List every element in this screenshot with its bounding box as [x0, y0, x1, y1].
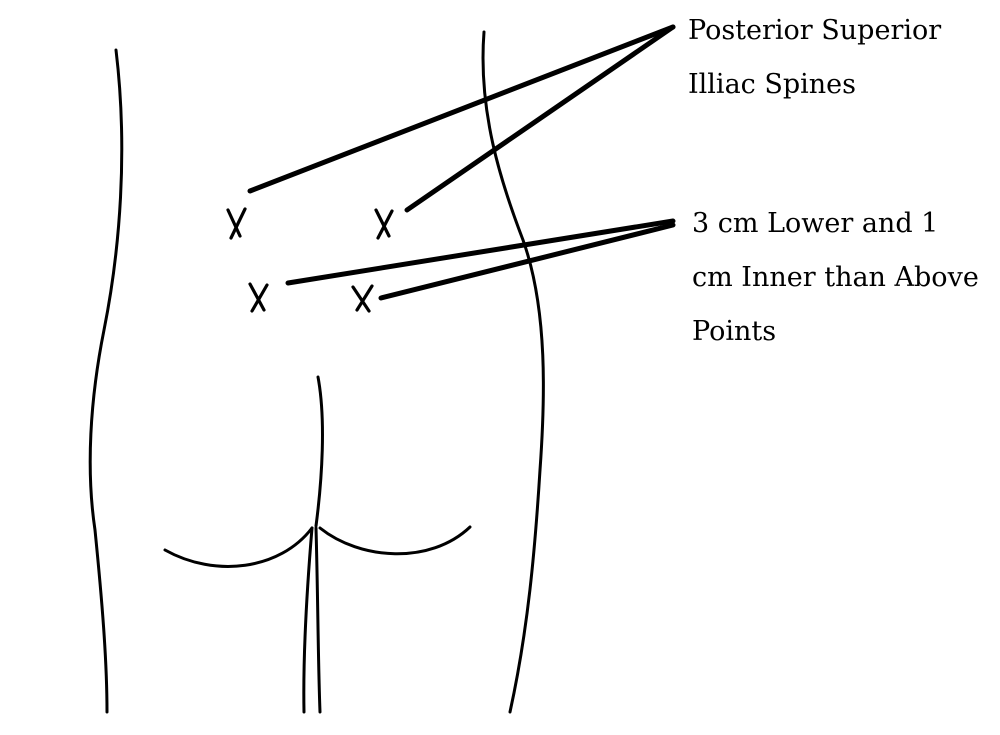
label-psis-line-2: Illiac Spines — [688, 69, 857, 100]
left-gluteal-fold — [163, 526, 314, 568]
label-posterior-superior-illiac-spines: Posterior Superior Illiac Spines — [688, 4, 941, 112]
label-lower-line-3: Points — [692, 316, 777, 347]
label-lower-inner-points: 3 cm Lower and 1 cm Inner than Above Poi… — [692, 197, 979, 359]
right-gluteal-fold — [318, 525, 472, 556]
leader-line-psis-right — [404, 24, 676, 213]
leader-line-lower-left — [285, 218, 676, 286]
right-inner-thigh-line — [314, 526, 322, 714]
marker-lower-left — [248, 282, 269, 313]
marker-psis-left — [226, 207, 247, 240]
leader-line-lower-right — [378, 222, 676, 301]
label-psis-line-1: Posterior Superior — [688, 15, 942, 46]
marker-lower-right — [351, 284, 374, 313]
leader-line-psis-left — [247, 24, 676, 194]
marker-psis-right — [374, 208, 394, 240]
spine-line — [314, 375, 324, 528]
label-lower-line-2: cm Inner than Above — [692, 262, 979, 293]
left-body-contour — [88, 48, 124, 714]
label-lower-line-1: 3 cm Lower and 1 — [692, 208, 939, 239]
left-inner-thigh-line — [302, 526, 314, 714]
